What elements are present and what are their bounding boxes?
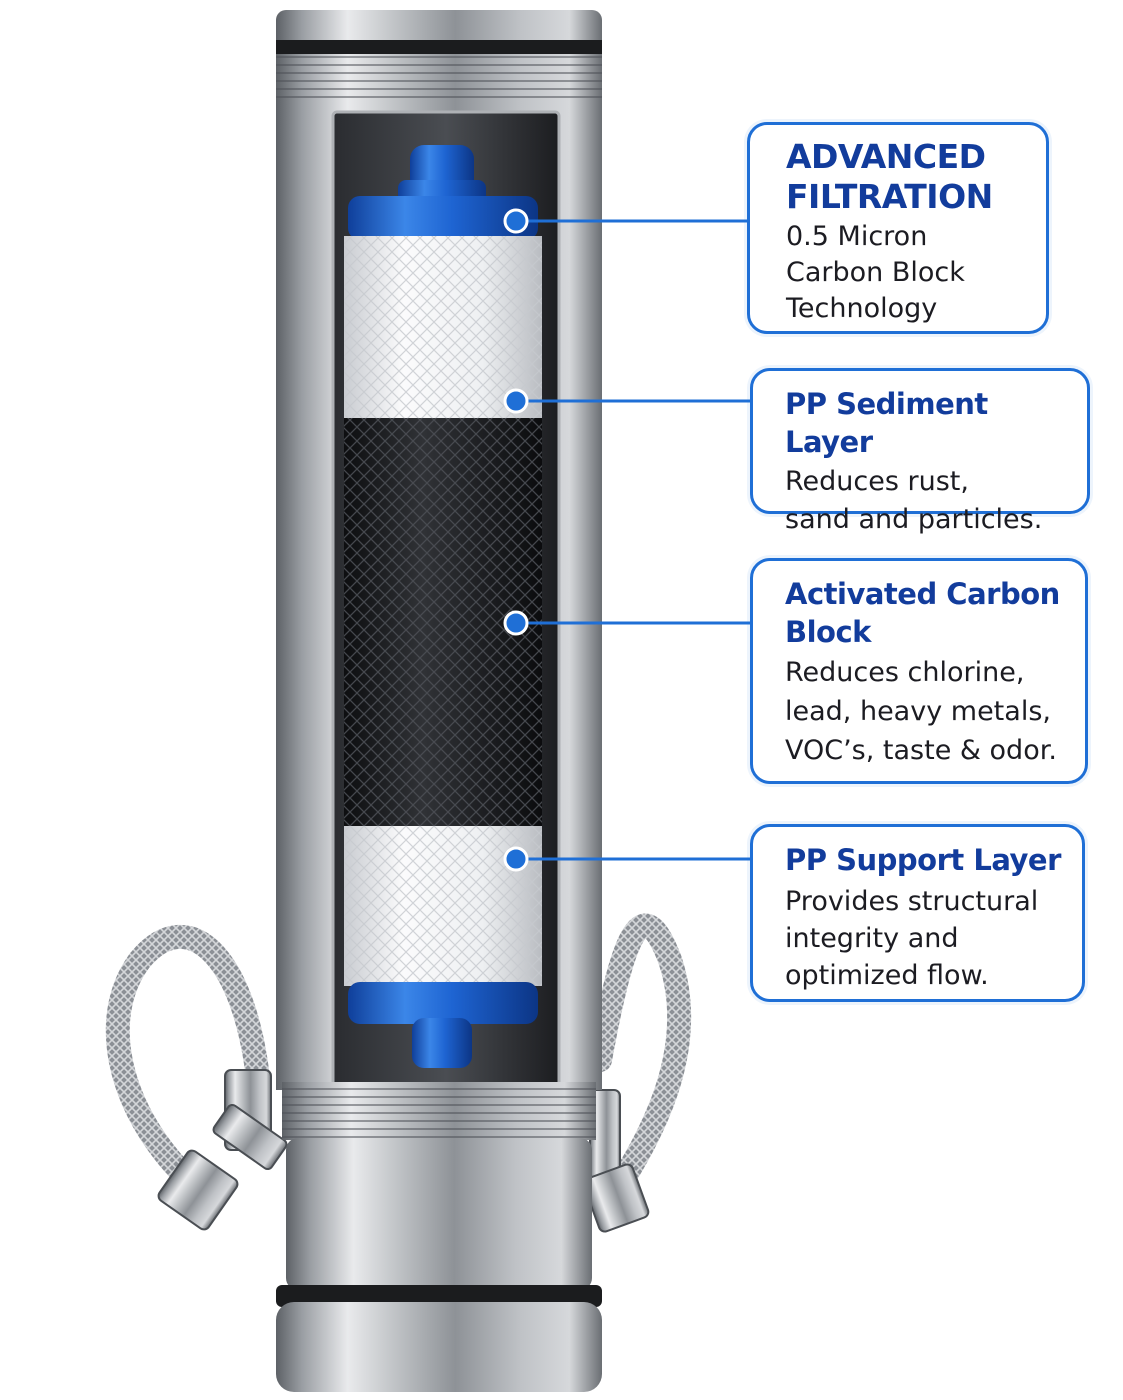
leader-dot-carbon (503, 610, 529, 636)
callout-pp-sediment-layer: PP Sediment Layer Reduces rust, sand and… (750, 368, 1090, 535)
callout-body: Reduces rust, sand and particles. (785, 466, 1043, 535)
callout-body: Provides structural integrity and optimi… (785, 886, 1039, 991)
callout-title: PP Support Layer (785, 843, 1061, 877)
hose-connector-icon (157, 1069, 650, 1233)
callout-body: 0.5 Micron Carbon Block Technology (786, 221, 965, 324)
leader-dot-support (503, 846, 529, 872)
callout-title: ADVANCED FILTRATION (786, 137, 993, 216)
filter-cartridge (344, 145, 542, 1068)
braided-hose-icon (105, 913, 692, 1212)
callout-title: Activated Carbon Block (785, 577, 1060, 649)
callout-title: PP Sediment Layer (785, 387, 988, 459)
leader-dot-advanced (503, 208, 529, 234)
callout-advanced-filtration: ADVANCED FILTRATION 0.5 Micron Carbon Bl… (747, 122, 1049, 334)
callout-pp-support-layer: PP Support Layer Provides structural int… (750, 824, 1085, 1002)
leader-dot-sediment (503, 388, 529, 414)
callout-leaders (503, 208, 750, 872)
callout-activated-carbon-block: Activated Carbon Block Reduces chlorine,… (750, 558, 1088, 784)
callout-body: Reduces chlorine, lead, heavy metals, VO… (785, 657, 1057, 766)
